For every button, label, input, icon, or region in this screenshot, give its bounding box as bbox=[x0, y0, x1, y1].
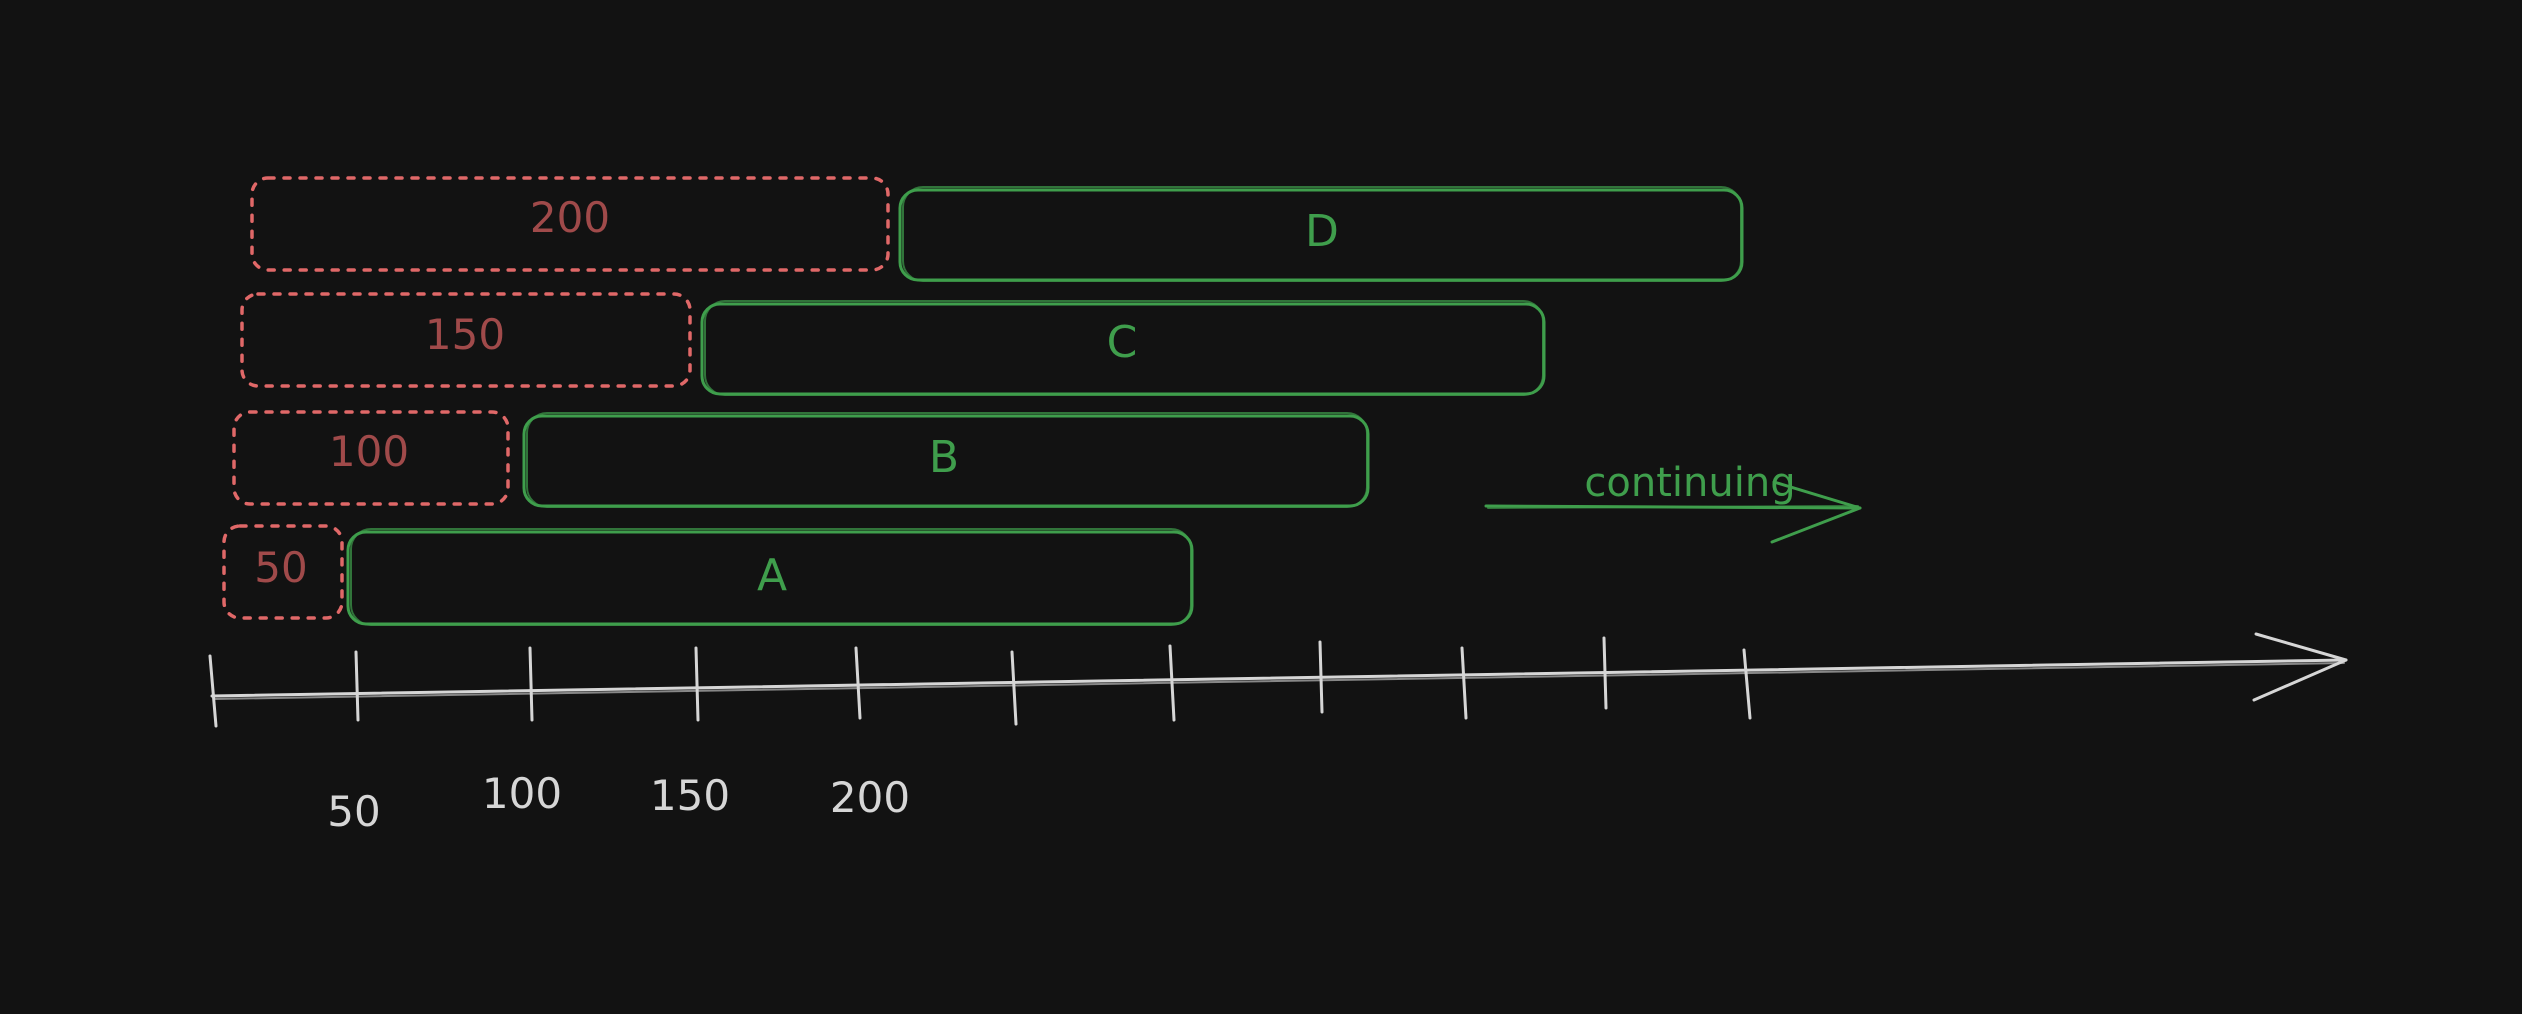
task-box-a[interactable]: A bbox=[346, 528, 1194, 626]
delay-box-150[interactable]: 150 bbox=[240, 292, 692, 388]
task-label-a: A bbox=[757, 550, 787, 601]
delay-label-50: 50 bbox=[254, 543, 307, 592]
axis-tick-labels: 50 100 150 200 bbox=[327, 769, 910, 836]
delay-box-50[interactable]: 50 bbox=[222, 524, 344, 620]
delay-label-150: 150 bbox=[425, 310, 505, 359]
delay-box-200[interactable]: 200 bbox=[250, 176, 890, 272]
axis-tick bbox=[1010, 650, 1018, 726]
axis-tick bbox=[854, 646, 862, 720]
axis-tick bbox=[1318, 640, 1324, 714]
axis-tick bbox=[1742, 648, 1752, 720]
delay-label-200: 200 bbox=[530, 193, 610, 242]
axis-ticks bbox=[208, 636, 1752, 728]
axis-tick-label-50: 50 bbox=[327, 787, 380, 836]
axis-tick bbox=[694, 646, 700, 722]
axis-tick bbox=[208, 654, 218, 728]
task-label-d: D bbox=[1305, 206, 1339, 257]
axis-arrowhead-icon bbox=[2252, 632, 2348, 702]
continuing-arrowhead-icon bbox=[1770, 480, 1862, 544]
axis-tick-label-150: 150 bbox=[650, 771, 730, 820]
axis-tick bbox=[1168, 644, 1176, 722]
time-axis: 50 100 150 200 bbox=[208, 632, 2348, 836]
task-label-b: B bbox=[929, 432, 959, 483]
delay-label-100: 100 bbox=[329, 427, 409, 476]
continuing-label: continuing bbox=[1584, 460, 1795, 506]
delay-box-100[interactable]: 100 bbox=[232, 410, 510, 506]
task-box-d[interactable]: D bbox=[898, 186, 1744, 282]
axis-tick bbox=[1460, 646, 1468, 720]
axis-tick-label-100: 100 bbox=[482, 769, 562, 818]
axis-tick-label-200: 200 bbox=[830, 773, 910, 822]
task-box-b[interactable]: B bbox=[522, 412, 1370, 508]
axis-tick bbox=[1602, 636, 1608, 710]
task-box-c[interactable]: C bbox=[700, 300, 1546, 396]
axis-tick bbox=[528, 646, 534, 722]
axis-tick bbox=[354, 650, 360, 722]
continuing-arrow[interactable]: continuing bbox=[1484, 460, 1862, 544]
task-label-c: C bbox=[1107, 317, 1138, 368]
